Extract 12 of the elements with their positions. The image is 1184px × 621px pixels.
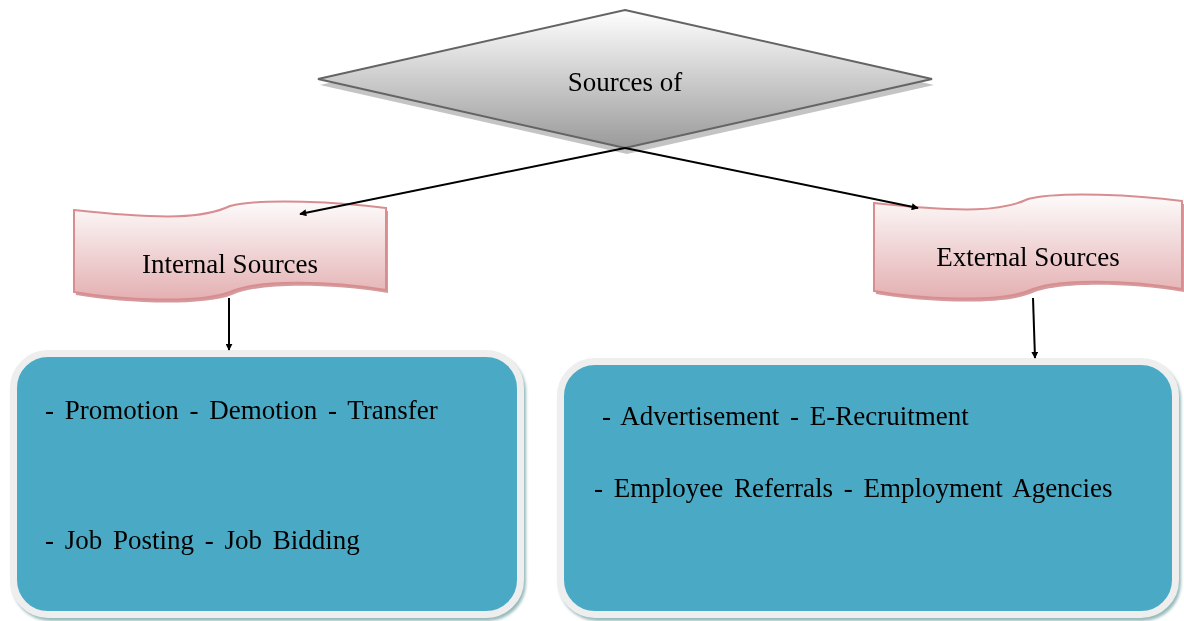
list-text: - Employee Referrals - Employment Agencies [594, 472, 1113, 505]
arrow [299, 147, 626, 217]
list-text: - Promotion - Demotion - Transfer [45, 394, 438, 427]
node-label: Internal Sources [140, 248, 320, 281]
list-text: - Job Posting - Job Bidding [45, 524, 360, 557]
list-text: - Advertisement - E-Recruitment [602, 400, 969, 433]
node-label: External Sources [935, 241, 1121, 274]
arrow [624, 147, 919, 211]
rounded-box [557, 358, 1179, 618]
rounded-box [10, 350, 524, 618]
arrow [225, 297, 233, 351]
arrow [1031, 297, 1039, 359]
